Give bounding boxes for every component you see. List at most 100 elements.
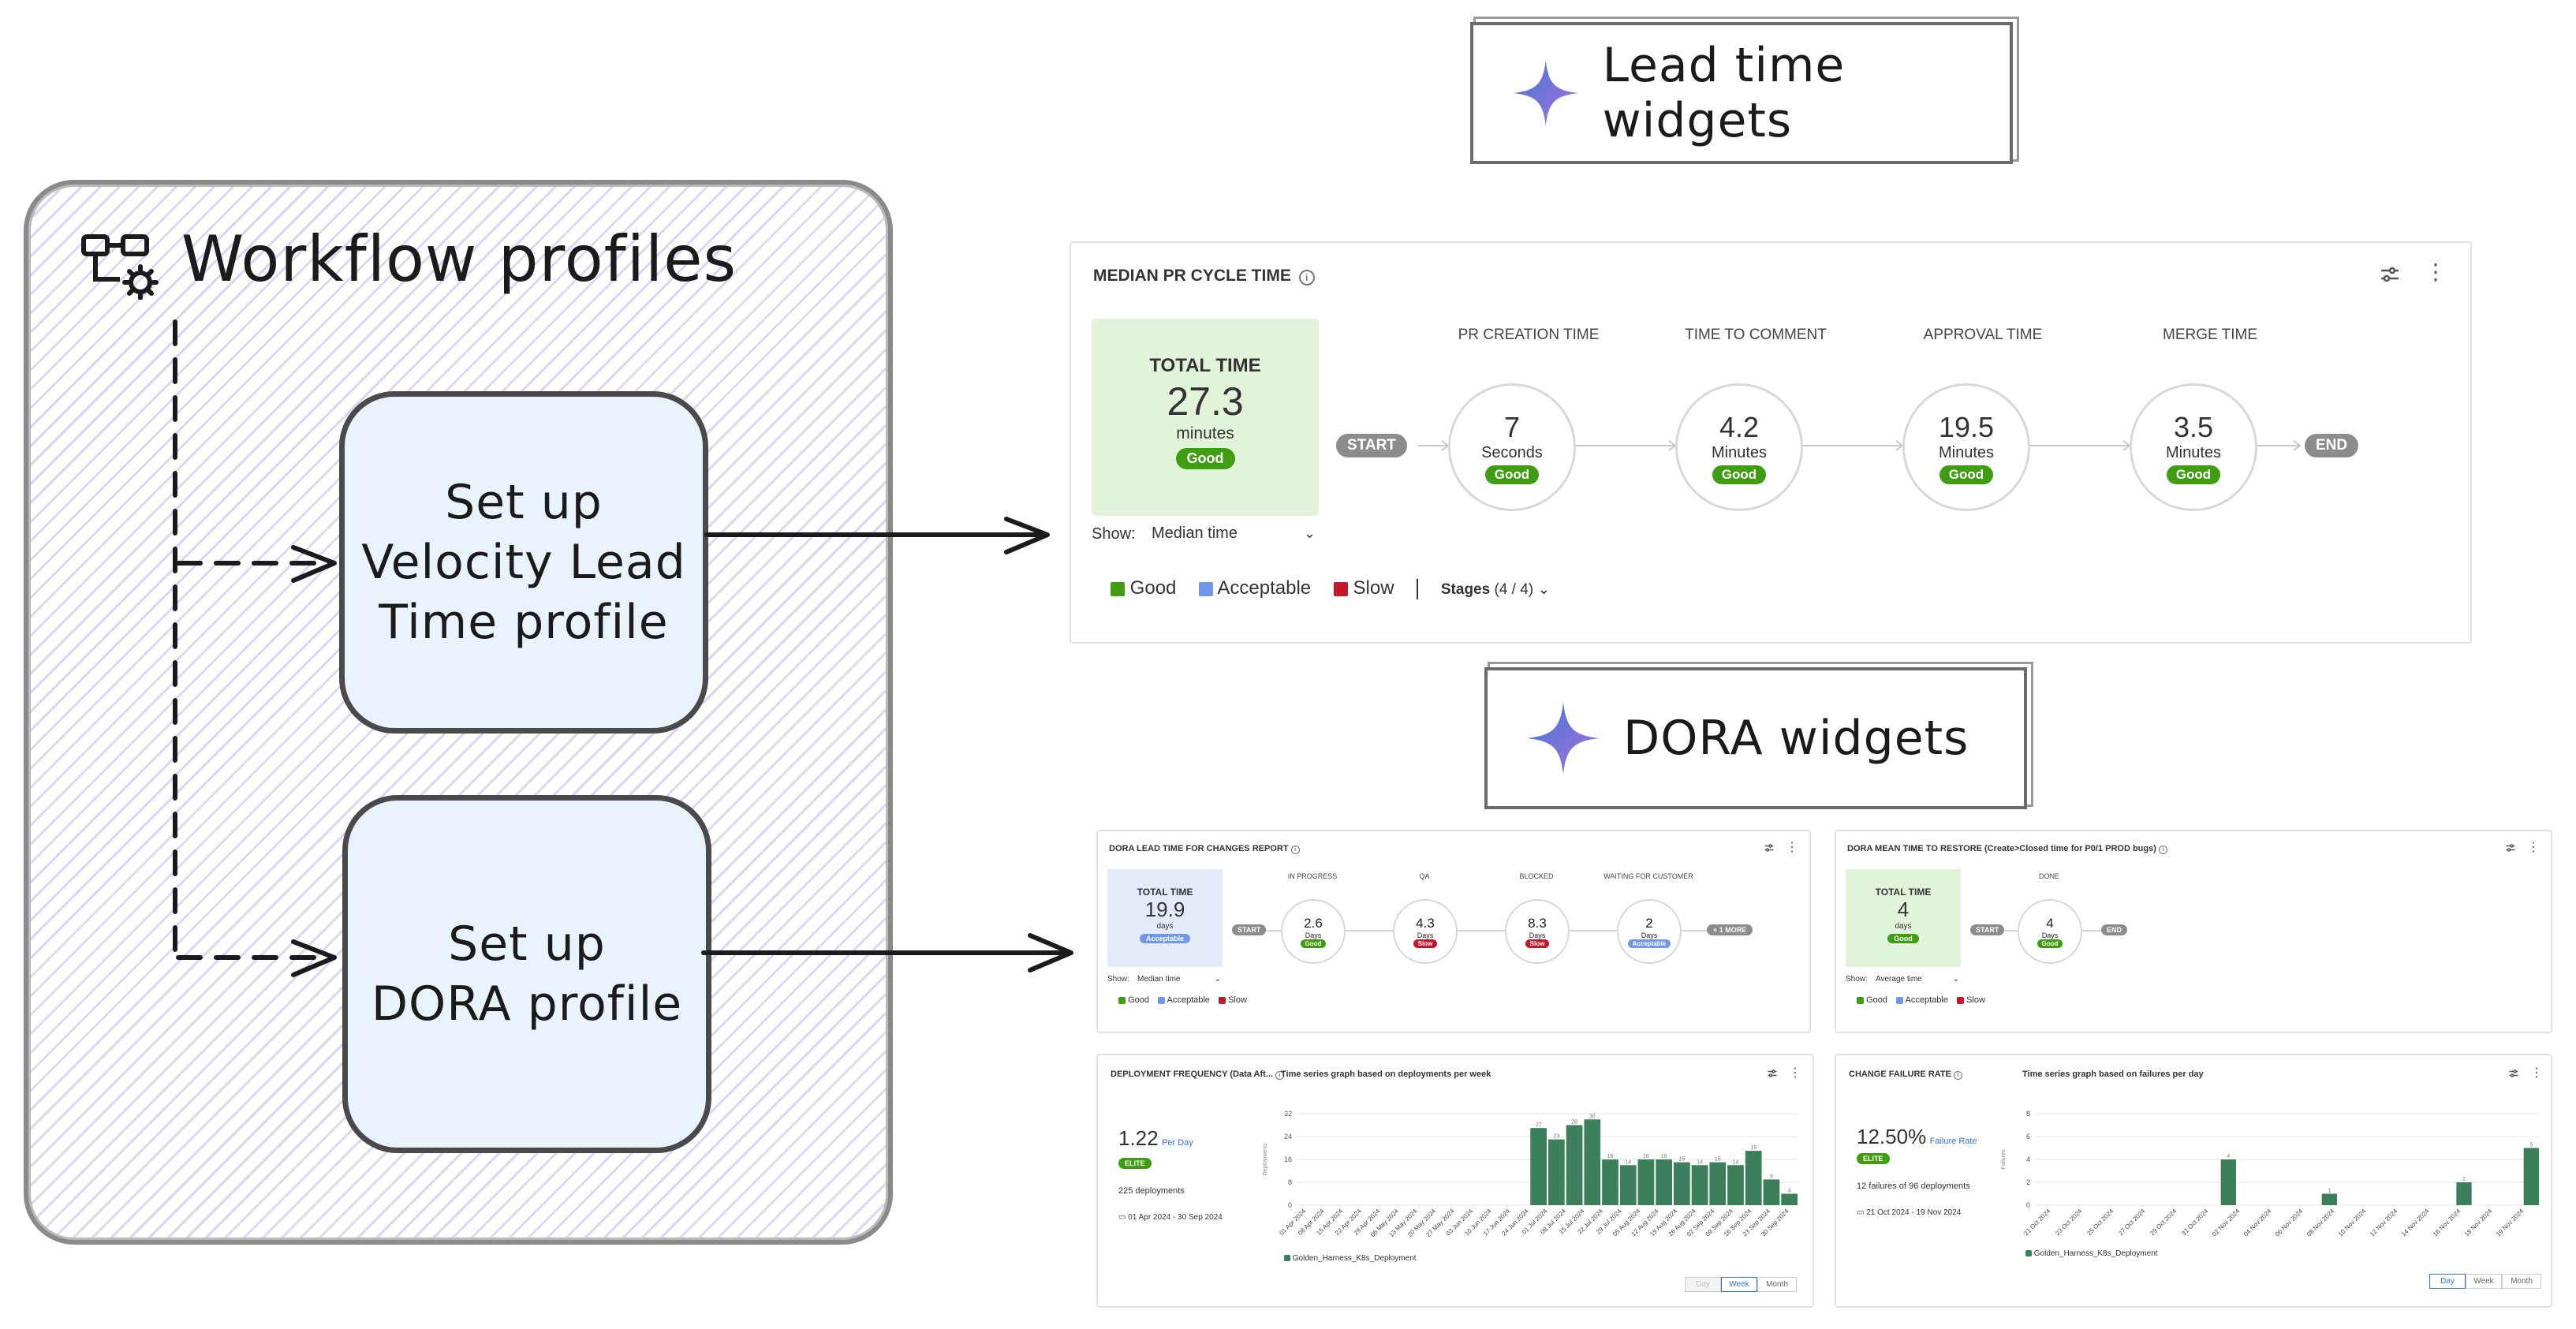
more-options-icon[interactable]: ⋮ — [1786, 841, 1798, 854]
dora-mttr-widget: DORA MEAN TIME TO RESTORE (Create>Closed… — [1835, 830, 2552, 1033]
widget-title: DEPLOYMENT FREQUENCY (Data Aft... — [1111, 1070, 1273, 1079]
more-stages-button[interactable]: + 1 MORE — [1707, 924, 1753, 935]
bar — [1709, 1162, 1727, 1205]
settings-sliders-icon[interactable] — [1767, 1068, 1778, 1079]
bar — [1530, 1128, 1547, 1205]
month-button[interactable]: Month — [2502, 1274, 2541, 1289]
bar — [2220, 1159, 2236, 1205]
stage-circle[interactable]: 2 Days Acceptable — [1617, 899, 1682, 964]
failure-count: 12 failures of 96 deployments — [1857, 1182, 1970, 1191]
total-time-unit: days — [1895, 922, 1912, 931]
x-tick-label: 23 Oct 2024 — [2054, 1208, 2084, 1238]
stage-circle[interactable]: 4.3 Days Slow — [1393, 899, 1458, 964]
elite-badge: ELITE — [1118, 1158, 1152, 1169]
info-icon[interactable]: i — [1275, 1071, 1285, 1080]
legend-swatch-acceptable — [1896, 996, 1904, 1004]
legend-label: Acceptable — [1217, 577, 1312, 599]
x-tick-label: 27 Oct 2024 — [2117, 1208, 2147, 1238]
info-icon[interactable]: i — [1954, 1071, 1963, 1080]
settings-sliders-icon[interactable] — [2508, 1068, 2519, 1079]
stage-circle-merge[interactable]: 3.5 Minutes Good — [2130, 383, 2257, 511]
stage-circle-approval[interactable]: 19.5 Minutes Good — [1902, 383, 2030, 511]
bar — [1619, 1165, 1637, 1205]
elite-badge: ELITE — [1857, 1153, 1890, 1164]
more-options-icon[interactable]: ⋮ — [1789, 1066, 1801, 1080]
stage-value: 7 — [1503, 410, 1521, 443]
stage-circle-time-to-comment[interactable]: 4.2 Minutes Good — [1675, 383, 1803, 511]
status-badge: Slow — [1525, 939, 1550, 948]
data-label: 14 — [1625, 1159, 1631, 1165]
y-tick-label: 4 — [2026, 1155, 2030, 1163]
x-tick-label: 14 Nov 2024 — [2400, 1208, 2431, 1238]
stage-circle-pr-creation[interactable]: 7 Seconds Good — [1448, 383, 1576, 511]
more-options-icon[interactable]: ⋮ — [2425, 259, 2447, 284]
arrowhead-lead-widget — [1004, 517, 1050, 554]
y-tick-label: 0 — [1288, 1201, 1292, 1209]
show-select-value: Average time — [1876, 975, 1922, 984]
stage-unit: Minutes — [1938, 443, 1995, 461]
graph-title: Time series graph based on failures per … — [2022, 1070, 2204, 1079]
total-time-value: 27.3 — [1167, 379, 1244, 424]
more-options-icon[interactable]: ⋮ — [2527, 841, 2540, 854]
stage-value: 8.3 — [1528, 915, 1547, 931]
setup-velocity-profile-box[interactable]: Set up Velocity Lead Time profile — [339, 391, 708, 734]
dora-widgets-label: DORA widgets — [1623, 711, 1969, 766]
legend: Good Acceptable Slow — [1857, 995, 1985, 1005]
stage-circle[interactable]: 2.6 Days Good — [1281, 899, 1346, 964]
status-badge: Good — [1300, 939, 1327, 948]
dora-widgets-tag: DORA widgets — [1484, 667, 2027, 809]
month-button[interactable]: Month — [1757, 1277, 1797, 1292]
total-time-box: TOTAL TIME 4 days Good — [1846, 869, 1961, 967]
x-tick-label: 16 Nov 2024 — [2432, 1208, 2462, 1238]
settings-sliders-icon[interactable] — [2505, 842, 2516, 853]
show-select[interactable]: Average time⌄ — [1876, 975, 1959, 984]
legend-label: Acceptable — [1167, 995, 1210, 1005]
show-select[interactable]: Median time⌄ — [1137, 975, 1221, 984]
data-label: 2 — [2462, 1177, 2466, 1182]
show-select[interactable]: Median time ⌄ — [1152, 521, 1319, 546]
settings-sliders-icon[interactable] — [2379, 263, 2401, 286]
stage-value: 3.5 — [2173, 410, 2214, 443]
status-badge: Acceptable — [1627, 939, 1671, 948]
sparkle-icon — [1513, 60, 1579, 126]
setup-dora-profile-box[interactable]: Set up DORA profile — [342, 795, 711, 1153]
stage-unit: Days — [2041, 931, 2059, 939]
status-badge: Good — [1887, 934, 1919, 943]
stage-value: 4.2 — [1719, 410, 1760, 443]
stage-circle[interactable]: 8.3 Days Slow — [1505, 899, 1570, 964]
stage-name: APPROVAL TIME — [1923, 327, 2043, 343]
stage-unit: Seconds — [1481, 443, 1543, 461]
data-label: 5 — [2529, 1143, 2533, 1148]
stages-toggle[interactable]: Stages (4 / 4) ⌄ — [1441, 581, 1550, 598]
stage-unit: Minutes — [1711, 443, 1768, 461]
status-badge: Acceptable — [1139, 934, 1191, 943]
data-label: 1 — [2328, 1189, 2331, 1194]
deployment-count: 225 deployments — [1118, 1186, 1185, 1196]
info-icon[interactable]: i — [2158, 846, 2167, 854]
date-range: 21 Oct 2024 - 19 Nov 2024 — [1866, 1208, 1962, 1217]
stage-circle[interactable]: 4 Days Good — [2018, 899, 2082, 964]
day-button[interactable]: Day — [1685, 1277, 1721, 1292]
bar — [1548, 1139, 1565, 1205]
total-time-box: TOTAL TIME 19.9 days Acceptable — [1107, 869, 1223, 967]
stage-value: 4 — [2046, 915, 2054, 931]
stage-flow — [2002, 930, 2101, 931]
day-button[interactable]: Day — [2429, 1274, 2466, 1289]
total-time-label: TOTAL TIME — [1149, 355, 1261, 376]
data-label: 16 — [1643, 1154, 1649, 1159]
settings-sliders-icon[interactable] — [1764, 842, 1775, 853]
info-icon[interactable]: i — [1290, 846, 1300, 854]
info-icon[interactable]: i — [1298, 270, 1315, 286]
bar — [1727, 1165, 1744, 1205]
bar — [1566, 1125, 1583, 1205]
week-button[interactable]: Week — [1721, 1277, 1757, 1292]
more-options-icon[interactable]: ⋮ — [2530, 1066, 2543, 1080]
start-marker: START — [1336, 434, 1407, 457]
week-button[interactable]: Week — [2466, 1274, 2502, 1289]
calendar-icon: ▭ — [1118, 1213, 1126, 1222]
chevron-down-icon: ⌄ — [1214, 975, 1221, 984]
bar — [1691, 1165, 1708, 1205]
status-badge: Good — [1939, 465, 1994, 484]
stage-unit: Days — [1417, 931, 1434, 939]
stage-unit: Minutes — [2165, 443, 2222, 461]
